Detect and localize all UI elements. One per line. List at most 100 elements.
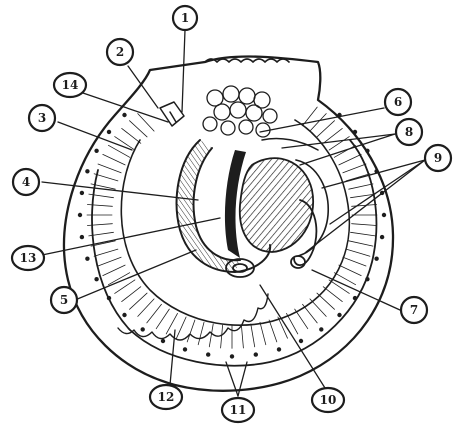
- lamella-line: [130, 121, 148, 137]
- lamella-line: [87, 205, 112, 207]
- label-7: 7: [401, 297, 427, 323]
- lamella-line: [241, 325, 243, 348]
- label-5: 5: [51, 287, 77, 313]
- label-10: 10: [312, 388, 344, 412]
- label-6-text: 6: [394, 95, 402, 109]
- lamella-line: [108, 145, 129, 157]
- lamella-line: [334, 145, 355, 157]
- label-11-text: 11: [230, 403, 247, 417]
- adductor-muscle: [240, 158, 313, 252]
- label-12: 12: [150, 385, 182, 409]
- lamella-line: [343, 164, 366, 173]
- label-14: 14: [54, 73, 86, 97]
- tentacle-dot: [254, 352, 258, 356]
- gonad-lobes: [203, 86, 277, 137]
- label-4-text: 4: [22, 175, 30, 189]
- lamella-line: [209, 324, 213, 347]
- lamella-line: [147, 304, 162, 323]
- tentacle-dot: [78, 213, 82, 217]
- tentacle-dot: [161, 339, 165, 343]
- label-9-text: 9: [434, 151, 442, 165]
- lamella-line: [346, 249, 370, 256]
- tentacle-dot: [353, 130, 357, 134]
- label-5-text: 5: [60, 293, 68, 307]
- lamella-line: [103, 154, 125, 165]
- tentacle-dot: [353, 296, 357, 300]
- label-1-text: 1: [181, 11, 189, 25]
- lamella-line: [138, 299, 154, 317]
- lamella-line: [343, 257, 366, 266]
- lamella-line: [187, 320, 195, 342]
- lamella-line: [269, 320, 277, 342]
- tentacle-dot: [382, 213, 386, 217]
- tentacle-dot: [380, 235, 384, 239]
- lamella-line: [103, 265, 125, 276]
- tentacle-dot: [85, 169, 89, 173]
- label-2-text: 2: [116, 45, 124, 59]
- lamella-line: [349, 184, 373, 189]
- tentacle-dot: [337, 313, 341, 317]
- lamella-line: [351, 232, 376, 236]
- lamella-line: [334, 273, 355, 285]
- label-12-text: 12: [158, 390, 175, 404]
- label-11: 11: [222, 398, 254, 422]
- label-3-text: 3: [38, 111, 46, 125]
- tentacle-dot: [374, 257, 378, 261]
- lamella-line: [352, 205, 377, 207]
- tentacle-dot: [277, 347, 281, 351]
- lamella-line: [177, 317, 187, 338]
- label-3: 3: [29, 105, 55, 131]
- lamella-line: [339, 154, 361, 165]
- lamella-line: [122, 128, 141, 143]
- tentacle-dot: [122, 113, 126, 117]
- tentacle-dot: [183, 347, 187, 351]
- tentacle-dot: [107, 296, 111, 300]
- label-10-text: 10: [320, 393, 337, 407]
- label-14-text: 14: [62, 78, 79, 92]
- tentacle-dot: [299, 339, 303, 343]
- tentacle-dot: [80, 235, 84, 239]
- tentacle-dot: [141, 327, 145, 331]
- label-6: 6: [385, 89, 411, 115]
- label-1: 1: [173, 6, 197, 30]
- lamella-line: [94, 174, 118, 181]
- tentacle-dot: [94, 149, 98, 153]
- label-9: 9: [425, 145, 451, 171]
- tentacle-dot: [107, 130, 111, 134]
- foot: [160, 102, 184, 126]
- lamella-line: [166, 313, 177, 334]
- tentacle-dot: [319, 327, 323, 331]
- lamella-line: [94, 249, 118, 256]
- lamella-line: [156, 309, 169, 329]
- label-2: 2: [107, 39, 133, 65]
- tentacle-dot: [122, 313, 126, 317]
- lamella-line: [317, 121, 335, 137]
- lamella-line: [98, 257, 121, 266]
- lamella-line: [198, 322, 204, 344]
- lamella-line: [329, 137, 349, 151]
- lamella-line: [122, 287, 141, 302]
- tentacle-dot: [206, 352, 210, 356]
- label-7-text: 7: [410, 303, 418, 317]
- tentacle-dot: [365, 277, 369, 281]
- label-13-text: 13: [20, 251, 37, 265]
- lamella-line: [130, 293, 148, 309]
- lamella-line: [221, 325, 223, 348]
- label-4: 4: [13, 169, 39, 195]
- label-13: 13: [12, 246, 44, 270]
- tentacle-dot: [85, 257, 89, 261]
- tentacle-dot: [94, 277, 98, 281]
- lamella-line: [98, 164, 121, 173]
- tentacle-dot: [80, 191, 84, 195]
- lamella-line: [115, 137, 135, 151]
- tentacle-dot: [365, 149, 369, 153]
- label-8: 8: [396, 119, 422, 145]
- label-8-text: 8: [405, 125, 413, 139]
- lamella-line: [349, 241, 373, 246]
- lamella-line: [352, 224, 377, 226]
- tentacle-dot: [230, 354, 234, 358]
- lamella-line: [251, 324, 255, 347]
- lamella-line: [339, 265, 361, 276]
